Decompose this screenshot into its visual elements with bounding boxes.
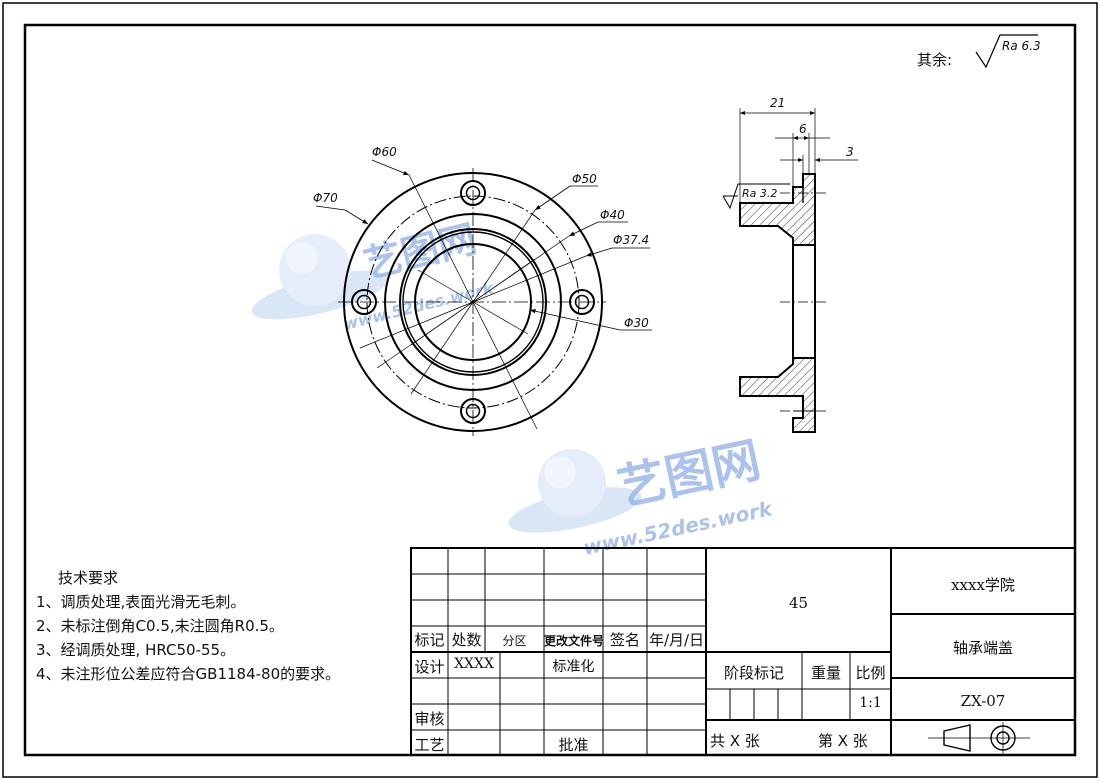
surface-note-prefix: 其余: [917, 51, 952, 69]
header-sign: 签名 [609, 631, 640, 649]
label-standardization: 标准化 [552, 659, 595, 675]
dim-width-21: 21 [770, 96, 785, 110]
label-weight: 重量 [810, 664, 841, 682]
part-name: 轴承端盖 [952, 639, 1013, 657]
material-value: 45 [788, 594, 809, 612]
header-change-doc: 更改文件号 [544, 634, 605, 648]
label-design: 设计 [414, 658, 445, 676]
projection-symbol-icon [928, 722, 1030, 754]
dim-phi-50: Φ50 [572, 172, 597, 186]
dim-width-3: 3 [846, 145, 854, 159]
label-approve: 批准 [558, 736, 589, 754]
watermark-logo-large [508, 449, 642, 533]
roughness-symbol-icon [975, 34, 1038, 69]
label-stage-mark: 阶段标记 [723, 664, 784, 682]
tech-req-item-3: 3、经调质处理, HRC50-55。 [36, 641, 236, 659]
tech-req-item-2: 2、未标注倒角C0.5,未注圆角R0.5。 [36, 617, 284, 635]
school-name: xxxx学院 [951, 576, 1015, 594]
header-date: 年/月/日 [648, 631, 705, 649]
front-view [315, 159, 652, 436]
drawing-number: ZX-07 [960, 692, 1006, 710]
tech-req-title: 技术要求 [58, 569, 119, 587]
tech-req-item-4: 4、未注形位公差应符合GB1184-80的要求。 [36, 665, 341, 683]
dim-width-6: 6 [799, 122, 807, 136]
dim-phi-37-4: Φ37.4 [613, 233, 649, 247]
surface-roughness-value: Ra 6.3 [1002, 39, 1041, 53]
label-scale: 比例 [855, 664, 886, 682]
scale-value: 1:1 [859, 695, 882, 711]
side-section-view [722, 108, 858, 433]
label-review: 审核 [414, 710, 445, 728]
designer-name: XXXX [454, 656, 494, 672]
header-mark: 标记 [414, 631, 445, 649]
watermark-logo-small [251, 234, 389, 320]
header-zone: 分区 [502, 634, 527, 648]
side-roughness-value: Ra 3.2 [742, 187, 777, 200]
header-count: 处数 [451, 631, 482, 649]
dim-phi-70: Φ70 [313, 191, 338, 205]
dim-phi-30: Φ30 [624, 316, 649, 330]
title-block-grid [410, 547, 1076, 756]
sheet-number: 第 X 张 [818, 732, 868, 750]
tech-req-item-1: 1、调质处理,表面光滑无毛刺。 [36, 593, 246, 611]
dim-phi-60: Φ60 [372, 145, 397, 159]
label-process: 工艺 [414, 736, 445, 754]
dim-phi-40: Φ40 [600, 208, 625, 222]
sheets-total: 共 X 张 [710, 732, 760, 750]
